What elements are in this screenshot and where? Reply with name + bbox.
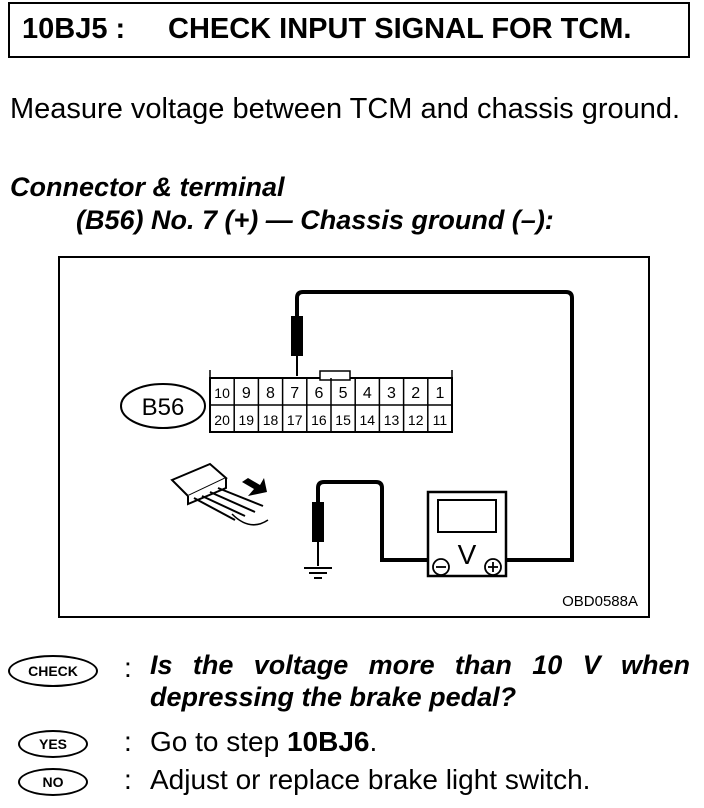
yes-answer-text: Go to step <box>150 726 287 757</box>
pin-label: 13 <box>384 412 400 428</box>
meter-symbol: V <box>458 539 477 570</box>
pin-label: 19 <box>239 412 255 428</box>
pin-label: 20 <box>214 412 230 428</box>
pin-label: 10 <box>214 385 230 401</box>
pin-label: 14 <box>360 412 376 428</box>
positive-lead-wire <box>295 290 574 562</box>
check-badge: CHECK <box>8 655 98 687</box>
check-question-line1: Is the voltage more than 10 V when <box>150 650 690 680</box>
pin-label: 12 <box>408 412 424 428</box>
pin-label: 15 <box>335 412 351 428</box>
pin-label: 2 <box>411 385 420 402</box>
no-answer: Adjust or replace brake light switch. <box>150 764 591 795</box>
yes-colon: : <box>124 726 132 757</box>
no-badge: NO <box>18 768 88 796</box>
intro-text: Measure voltage between TCM and chassis … <box>10 93 681 125</box>
connector-plug-icon <box>170 462 269 526</box>
pin-label: 9 <box>242 385 251 402</box>
voltmeter: V <box>426 490 508 578</box>
positive-probe <box>291 316 303 356</box>
pin-label: 8 <box>266 385 275 402</box>
pin-label: 11 <box>433 412 448 428</box>
negative-lead-wire <box>316 480 430 562</box>
step-header: 10BJ5 : CHECK INPUT SIGNAL FOR TCM. <box>8 2 690 58</box>
insert-arrow-icon <box>242 478 267 496</box>
connector-heading: Connector & terminal <box>10 172 285 202</box>
figure-code: OBD0588A <box>562 593 638 610</box>
no-colon: : <box>124 764 132 795</box>
step-title: CHECK INPUT SIGNAL FOR TCM. <box>168 13 632 45</box>
connector-label: B56 <box>142 394 185 421</box>
step-code: 10BJ5 : <box>22 13 126 45</box>
yes-badge: YES <box>18 730 88 758</box>
yes-answer: Go to step 10BJ6. <box>150 726 377 758</box>
pin-label: 7 <box>290 385 299 402</box>
pin-label: 1 <box>435 385 444 402</box>
connector-terminal-line: (B56) No. 7 (+) — Chassis ground (–): <box>76 205 554 235</box>
chassis-ground-icon <box>304 567 332 579</box>
pin-label: 4 <box>363 385 372 402</box>
pin-label: 5 <box>339 385 348 402</box>
pin-label: 6 <box>314 385 323 402</box>
check-colon: : <box>124 652 132 683</box>
yes-step-link[interactable]: 10BJ6 <box>286 726 370 757</box>
pin-label: 16 <box>311 412 327 428</box>
pin-label: 3 <box>387 385 396 402</box>
pin-label: 17 <box>287 412 303 428</box>
pin-label: 18 <box>263 412 279 428</box>
connector-label-oval <box>120 383 206 429</box>
check-question-line2: depressing the brake pedal? <box>150 682 517 712</box>
negative-probe <box>312 502 324 542</box>
yes-answer-end: . <box>369 726 378 757</box>
